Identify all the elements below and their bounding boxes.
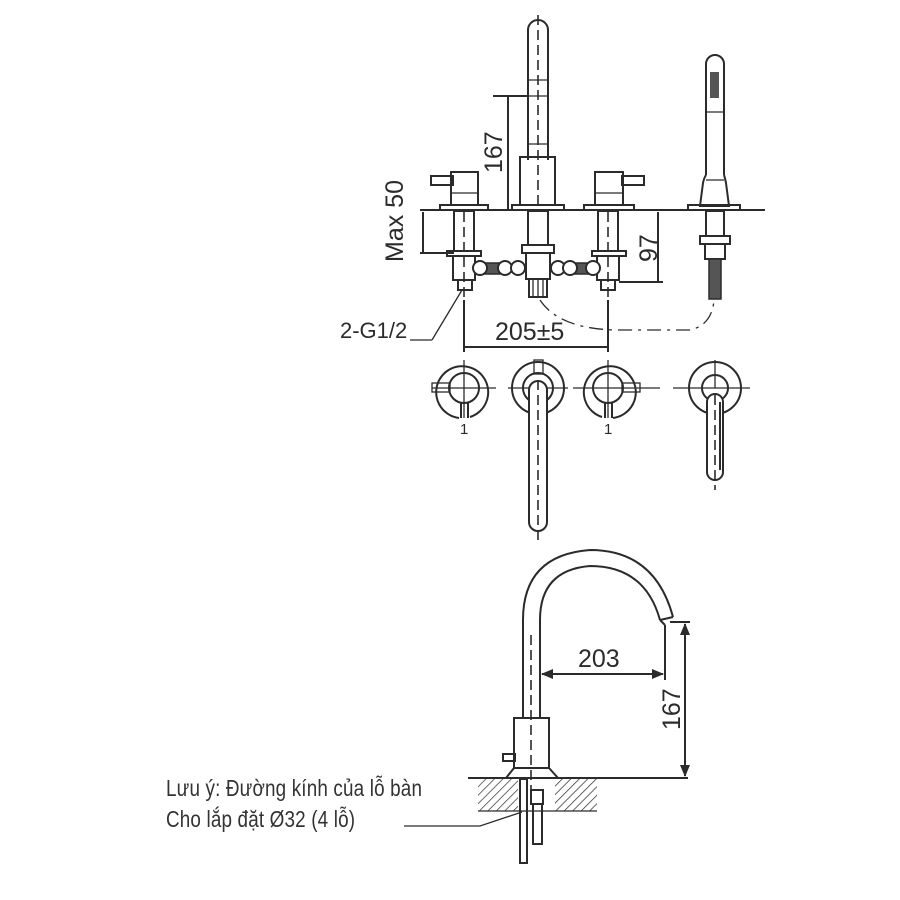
hand-shower bbox=[687, 54, 741, 300]
side-view: 203 167 bbox=[404, 548, 690, 864]
note-line-1: Lưu ý: Đường kính của lỗ bàn bbox=[166, 775, 423, 801]
svg-text:203: 203 bbox=[578, 645, 620, 673]
central-spout bbox=[511, 15, 565, 211]
spout-inner bbox=[539, 564, 661, 718]
dimension-side-height: 167 bbox=[658, 621, 690, 777]
svg-text:Max 50: Max 50 bbox=[381, 180, 409, 262]
plan-hand-shower bbox=[673, 360, 750, 490]
svg-text:167: 167 bbox=[480, 131, 508, 173]
svg-text:205±5: 205±5 bbox=[495, 318, 564, 346]
svg-text:1: 1 bbox=[460, 421, 468, 438]
plan-view: 1 1 bbox=[431, 359, 750, 545]
dimension-center-spacing: 205±5 bbox=[463, 300, 609, 352]
plan-left-handle: 1 bbox=[431, 360, 496, 438]
note-line-2: Cho lắp đặt Ø32 (4 lỗ) bbox=[166, 806, 356, 832]
dimension-max-deck: Max 50 bbox=[381, 180, 454, 262]
side-body bbox=[513, 717, 550, 769]
plan-right-handle: 1 bbox=[573, 360, 660, 438]
spout-outer bbox=[522, 548, 674, 718]
label-inlet-thread: 2-G1/2 bbox=[340, 289, 463, 343]
left-valve bbox=[430, 171, 489, 211]
right-valve bbox=[583, 171, 645, 211]
dimension-spout-height: 167 bbox=[480, 95, 528, 210]
plan-spout bbox=[508, 359, 568, 545]
svg-text:2-G1/2: 2-G1/2 bbox=[340, 318, 407, 343]
svg-text:167: 167 bbox=[658, 688, 686, 730]
below-deck-assembly bbox=[446, 210, 715, 331]
dimension-spout-reach: 203 bbox=[541, 625, 666, 680]
svg-text:97: 97 bbox=[635, 234, 663, 262]
svg-text:1: 1 bbox=[604, 421, 612, 438]
front-elevation: 167 Max 50 97 205±5 2-G1/2 bbox=[340, 15, 765, 352]
dimension-below-deck: 97 bbox=[619, 212, 663, 283]
